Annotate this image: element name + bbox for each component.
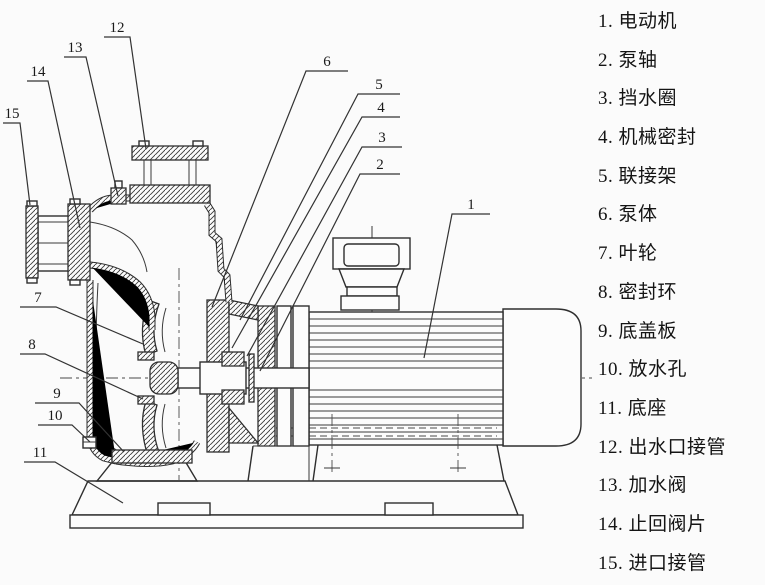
callout-3: 3 (378, 130, 386, 146)
mechanical-seal (221, 351, 245, 367)
callout-11: 11 (33, 445, 47, 461)
callout-12: 12 (110, 20, 125, 36)
impeller (137, 299, 179, 457)
motor-end-cap (502, 308, 582, 447)
fill-valve (110, 180, 127, 205)
callout-8: 8 (28, 337, 36, 353)
seal-ring (137, 351, 155, 361)
callout-1-leader (423, 213, 490, 359)
callout-9: 9 (53, 386, 61, 402)
pump-diagram: 1 2 3 4 5 6 7 8 9 10 11 12 13 14 15 (3, 20, 592, 529)
callout-13-leader (64, 56, 119, 197)
inlet-pipe (25, 198, 91, 286)
legend-item-12: 12. 出水口接管 (598, 436, 727, 458)
callout-12-leader (104, 36, 147, 150)
callout-8-leader (20, 353, 144, 400)
legend-item-11: 11. 底座 (598, 398, 667, 420)
legend-item-9: 9. 底盖板 (598, 320, 678, 342)
seal-assembly (221, 351, 255, 405)
callout-13: 13 (68, 40, 83, 56)
callout-7: 7 (34, 290, 42, 306)
callout-5: 5 (375, 77, 383, 93)
callout-4: 4 (377, 100, 385, 116)
legend-item-3: 3. 挡水圈 (598, 88, 678, 110)
callout-1: 1 (467, 197, 475, 213)
callout-9-leader (35, 402, 125, 453)
callout-2: 2 (376, 157, 384, 173)
callout-10-leader (38, 424, 91, 443)
legend-item-13: 13. 加水阀 (598, 475, 688, 497)
junction-box (332, 226, 411, 312)
callout-3-leader (246, 146, 402, 357)
legend-item-2: 2. 泵轴 (598, 49, 658, 71)
legend-item-8: 8. 密封环 (598, 281, 678, 303)
callout-4-leader (231, 116, 400, 349)
legend-item-6: 6. 泵体 (598, 204, 658, 226)
outlet-pipe (129, 140, 211, 204)
legend-item-14: 14. 止回阀片 (598, 514, 707, 536)
motor-fins (309, 318, 503, 440)
impeller-hub (149, 361, 179, 395)
legend: 1. 电动机 2. 泵轴 3. 挡水圈 4. 机械密封 5. 联接架 6. 泵体 7. 叶轮… (596, 0, 765, 585)
legend-item-15: 15. 进口接管 (598, 552, 707, 574)
bottom-cover-plate (111, 449, 193, 464)
motor (265, 226, 582, 474)
callout-5-leader (239, 93, 400, 321)
pump-shaft (177, 361, 310, 395)
callouts: 1 2 3 4 5 6 7 8 9 10 11 12 13 14 15 (3, 20, 490, 504)
callout-2-leader (259, 173, 400, 372)
callout-6: 6 (323, 54, 331, 70)
callout-6-leader (211, 70, 348, 308)
legend-item-1: 1. 电动机 (598, 10, 678, 32)
legend-item-4: 4. 机械密封 (598, 127, 697, 149)
callout-14: 14 (31, 64, 47, 80)
legend-item-5: 5. 联接架 (598, 165, 678, 187)
callout-15: 15 (5, 106, 20, 122)
callout-7-leader (20, 306, 144, 345)
base (69, 444, 524, 529)
callout-14-leader (27, 80, 81, 229)
callout-15-leader (3, 122, 31, 206)
callout-11-leader (24, 461, 124, 504)
callout-10: 10 (48, 408, 63, 424)
water-slinger (248, 353, 255, 403)
legend-item-7: 7. 叶轮 (598, 243, 658, 265)
legend-item-10: 10. 放水孔 (598, 359, 688, 381)
